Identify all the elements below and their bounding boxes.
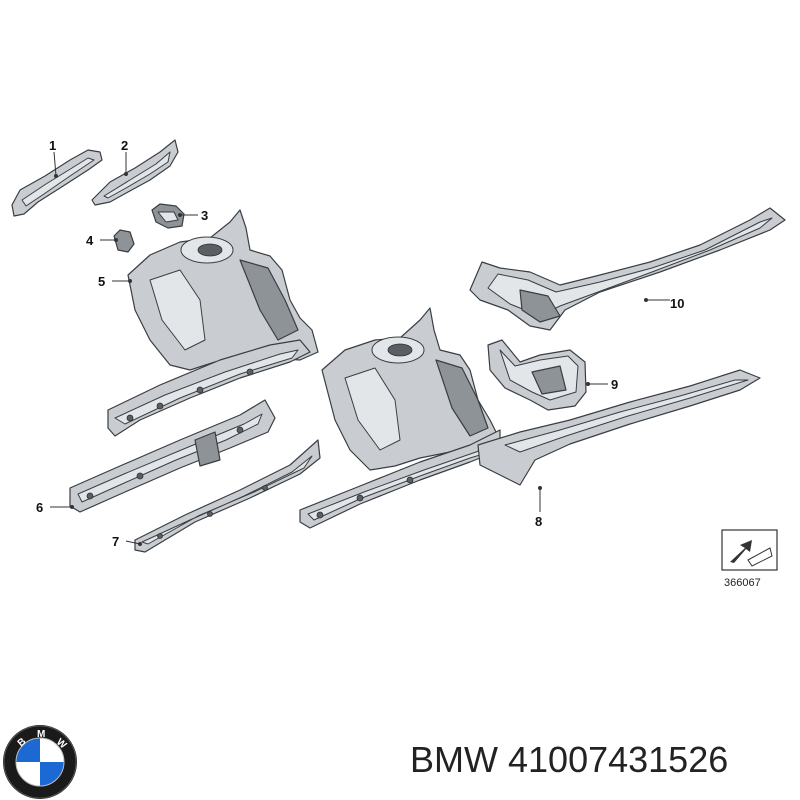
- callout-1: 1: [49, 138, 56, 153]
- part-1: [11, 149, 103, 217]
- callout-4: 4: [86, 233, 94, 248]
- callout-7: 7: [112, 534, 119, 549]
- callout-3: 3: [201, 208, 208, 223]
- part-2: [91, 139, 179, 206]
- callout-5: 5: [98, 274, 105, 289]
- svg-text:M: M: [37, 729, 45, 740]
- callout-10: 10: [670, 296, 684, 311]
- callout-2: 2: [121, 138, 128, 153]
- bmw-logo-icon: B M W: [3, 725, 77, 799]
- part-number-caption: BMW 41007431526: [410, 735, 795, 785]
- callout-9: 9: [611, 377, 618, 392]
- reference-code: 366067: [724, 577, 761, 589]
- callout-8: 8: [535, 514, 542, 529]
- reference-box: 366067: [721, 529, 778, 589]
- brand-name: BMW: [410, 739, 498, 780]
- part-3: [151, 203, 185, 229]
- part-number: 41007431526: [508, 739, 729, 780]
- part-7: [134, 439, 321, 553]
- part-5: [107, 209, 319, 437]
- part-8: [299, 307, 761, 529]
- part-6: [69, 399, 276, 513]
- part-4: [113, 229, 135, 253]
- callout-leaders: [50, 151, 670, 546]
- part-10: [469, 207, 786, 331]
- part-9: [487, 339, 587, 411]
- reference-arrow-icon: [730, 540, 773, 567]
- callout-6: 6: [36, 500, 43, 515]
